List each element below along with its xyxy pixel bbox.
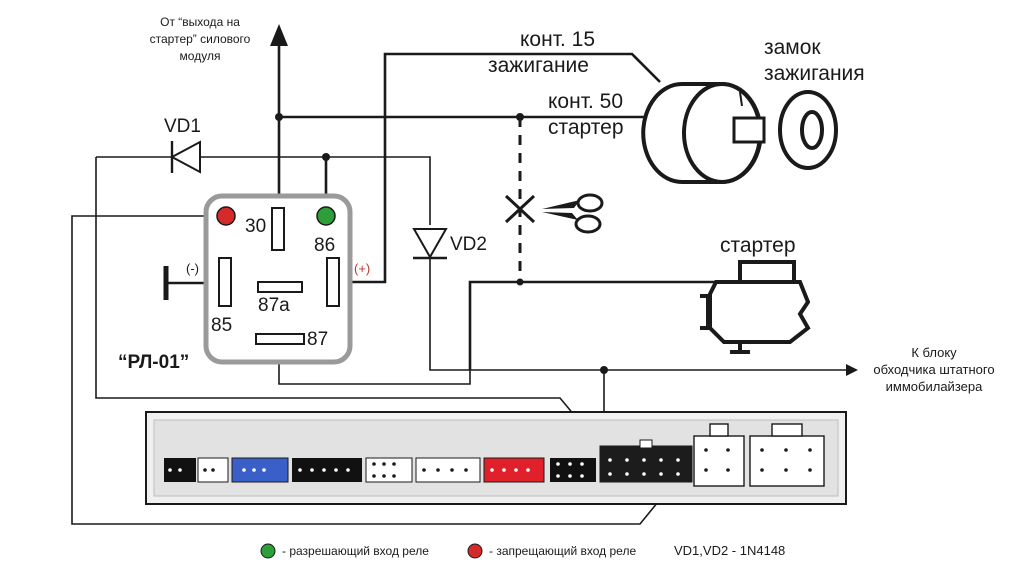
- wire-immo: [429, 257, 850, 371]
- pin-87: [255, 333, 305, 345]
- immo-label-line3: иммобилайзера: [886, 379, 983, 394]
- starter-output-line1: От “выхода на: [160, 15, 240, 29]
- arrow-up-icon: [270, 24, 288, 46]
- pin87-label: 87: [307, 329, 328, 350]
- disable-input-dot: [216, 206, 236, 226]
- pin-85: [218, 257, 232, 307]
- pin85-label: 85: [211, 315, 232, 336]
- pin-87a: [257, 281, 303, 293]
- connector-2: [197, 457, 229, 483]
- starter-output-line2: стартер” силового: [150, 32, 251, 46]
- wire-vd1: [96, 156, 431, 225]
- starter-motor-icon: [700, 260, 811, 354]
- arrow-right-icon: [846, 364, 858, 376]
- pin-30: [271, 207, 285, 251]
- legend-diodes: VD1,VD2 - 1N4148: [674, 543, 785, 558]
- kont15-label: конт. 15: [520, 28, 595, 51]
- lock-label-line2: зажигания: [764, 62, 865, 85]
- pin86-label: 86: [314, 235, 335, 256]
- connector-3: [292, 458, 362, 482]
- kont50-label: конт. 50: [548, 90, 623, 113]
- pin-86: [326, 257, 340, 307]
- connector-red: [483, 457, 545, 483]
- vd2-label: VD2: [450, 234, 487, 255]
- starter50-label: стартер: [548, 116, 624, 139]
- diode-vd1: [169, 140, 201, 174]
- starter-output-line3: модуля: [180, 49, 221, 63]
- connector-5: [415, 457, 481, 483]
- ignition-lock-icon: [641, 82, 838, 184]
- diode-vd2: [412, 228, 448, 260]
- vd1-label: VD1: [164, 116, 201, 137]
- immo-label-line1: К блоку: [911, 345, 957, 360]
- legend-green-text: - разрешающий вход реле: [282, 544, 429, 558]
- legend-red-text: - запрещающий вход реле: [489, 544, 636, 558]
- ignition15-label: зажигание: [488, 54, 589, 77]
- immo-label-line2: обходчика штатного: [873, 362, 994, 377]
- control-unit-board: [145, 411, 847, 505]
- enable-input-dot: [316, 206, 336, 226]
- lock-label-line1: замок: [764, 36, 821, 59]
- connector-4: [365, 457, 413, 483]
- connector-8: [749, 435, 825, 487]
- minus-label: (-): [186, 261, 199, 276]
- connector-blue: [231, 457, 289, 483]
- connector-main: [599, 445, 693, 483]
- plus-label: (+): [354, 261, 370, 276]
- pin87a-label: 87a: [258, 295, 290, 316]
- relay-name: “РЛ-01”: [118, 352, 189, 373]
- legend-red-dot: [467, 543, 483, 559]
- wire-disable: [71, 215, 681, 525]
- legend-green-dot: [260, 543, 276, 559]
- connector-6: [550, 458, 596, 482]
- connector-pins: [168, 448, 812, 478]
- connector-7: [693, 435, 745, 487]
- pin30-label: 30: [245, 216, 266, 237]
- starter-label: стартер: [720, 234, 796, 257]
- scissors-icon: [504, 193, 604, 234]
- wire-kont15: [352, 52, 661, 284]
- relay-rl01: [203, 193, 353, 365]
- wire-to-starter: [468, 280, 748, 370]
